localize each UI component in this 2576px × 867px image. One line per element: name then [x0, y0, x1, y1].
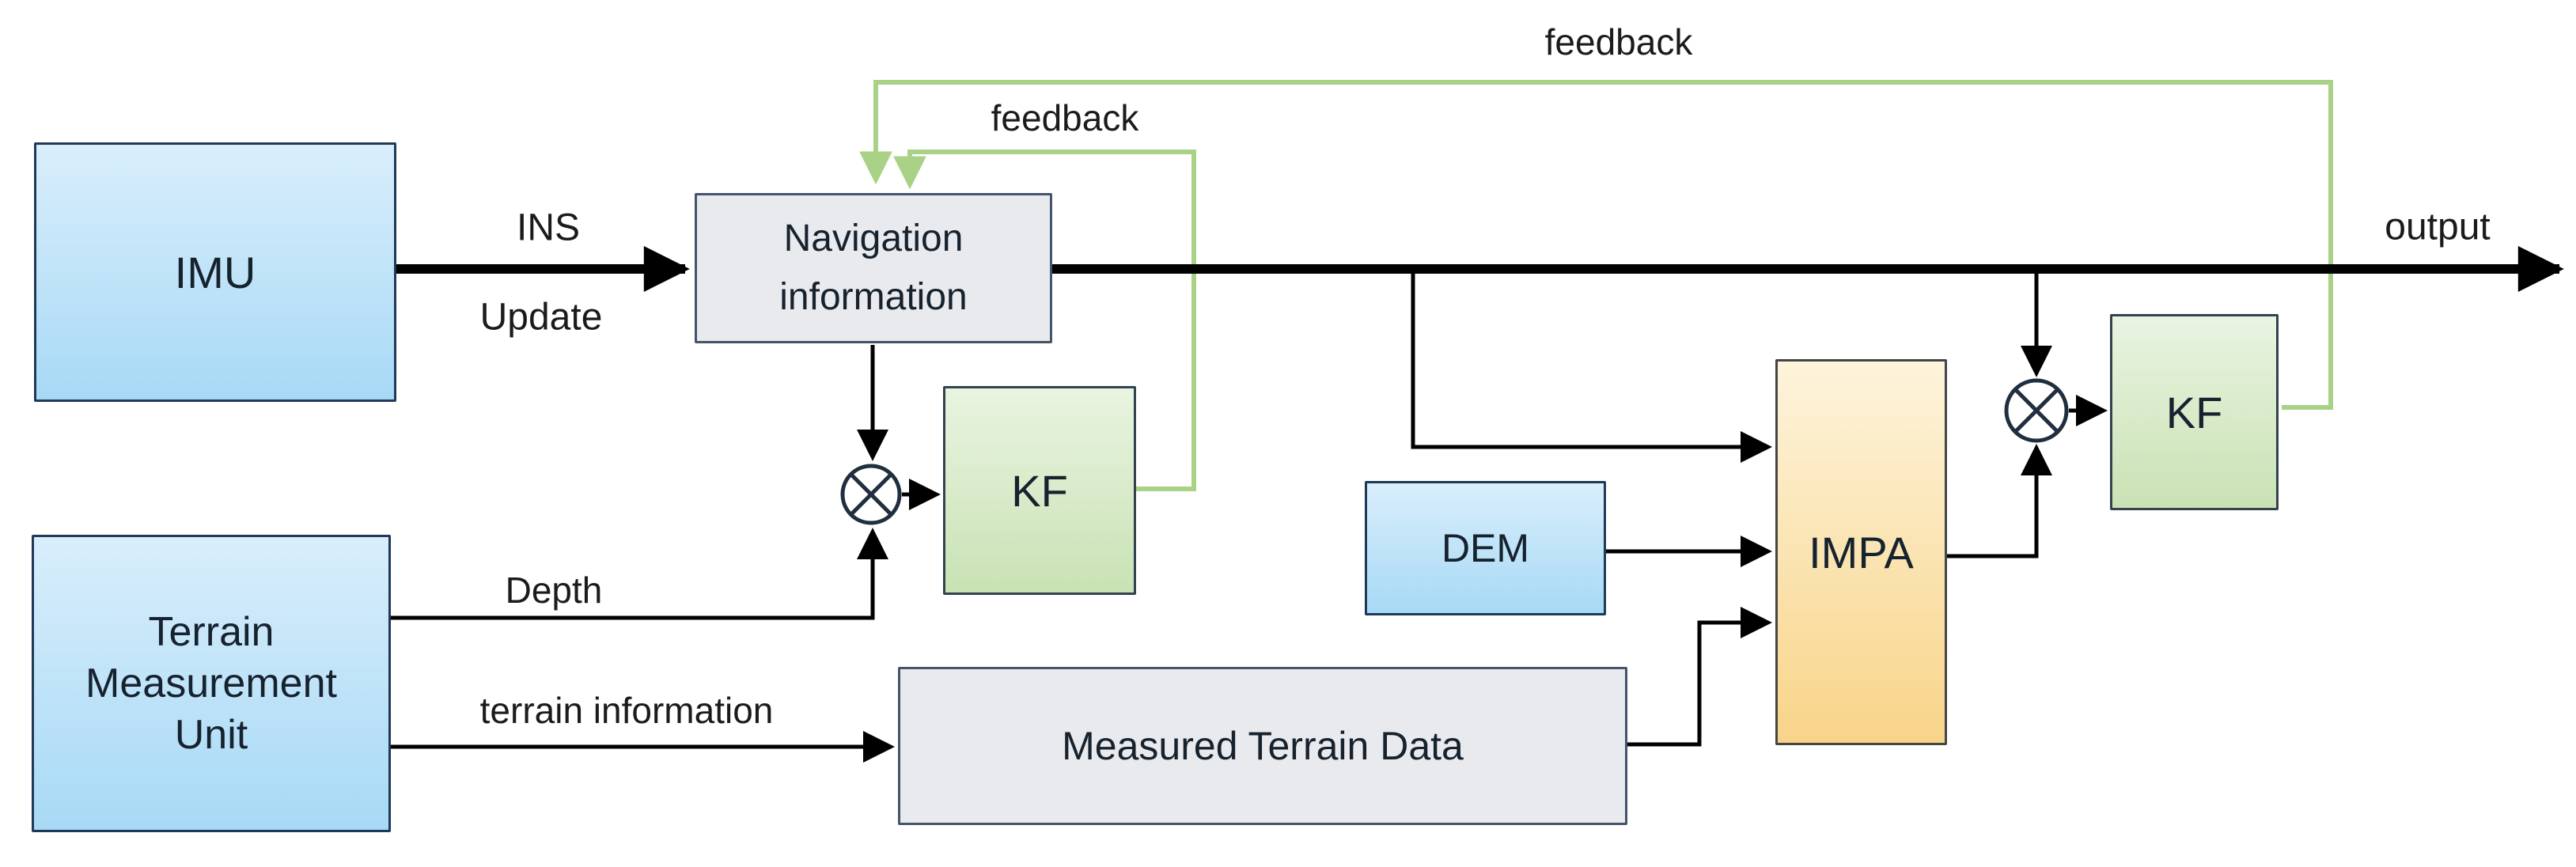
tmu-label-line2: Measurement: [85, 660, 337, 706]
navigation-information-block: Navigation information: [695, 193, 1052, 343]
edge-mtd-to-impa: [1627, 607, 1772, 747]
edge-depth-to-mixer1: [391, 528, 888, 620]
edge-impa-to-mixer2: [1947, 444, 2052, 558]
edge-main-branch-to-impa: [1411, 271, 1772, 463]
imu-label: IMU: [174, 247, 256, 297]
impa-label: IMPA: [1809, 527, 1914, 577]
kf-right-block: KF: [2110, 314, 2279, 510]
output-edge-label: output: [2385, 206, 2491, 248]
imu-block: IMU: [34, 142, 396, 402]
kf-left-label: KF: [1011, 465, 1068, 516]
feedback-top-edge-label: feedback: [1544, 21, 1693, 62]
terrain-measurement-unit-block: Terrain Measurement Unit: [32, 535, 391, 832]
nav-label-line1: Navigation: [783, 217, 964, 259]
terrain-information-edge-label: terrain information: [479, 690, 774, 731]
measured-terrain-data-block: Measured Terrain Data: [898, 667, 1627, 825]
feedback-inner-edge-label: feedback: [991, 97, 1139, 138]
edge-feedback-inner: [893, 150, 1196, 491]
mtd-label: Measured Terrain Data: [1062, 724, 1464, 768]
nav-label-line2: information: [779, 276, 968, 318]
tmu-label-line1: Terrain: [148, 608, 275, 655]
ins-edge-label: INS: [516, 206, 581, 249]
impa-block: IMPA: [1775, 359, 1947, 745]
kf-right-label: KF: [2165, 387, 2223, 437]
update-edge-label: Update: [479, 296, 603, 339]
edge-feedback-outer: [859, 80, 2333, 410]
kf-left-block: KF: [943, 386, 1136, 595]
depth-edge-label: Depth: [505, 570, 603, 611]
mixer-node-right: [2004, 378, 2069, 443]
tmu-label-line3: Unit: [174, 711, 248, 758]
dem-block: DEM: [1365, 481, 1606, 615]
dem-label: DEM: [1441, 526, 1530, 570]
mixer-node-left: [840, 464, 902, 525]
